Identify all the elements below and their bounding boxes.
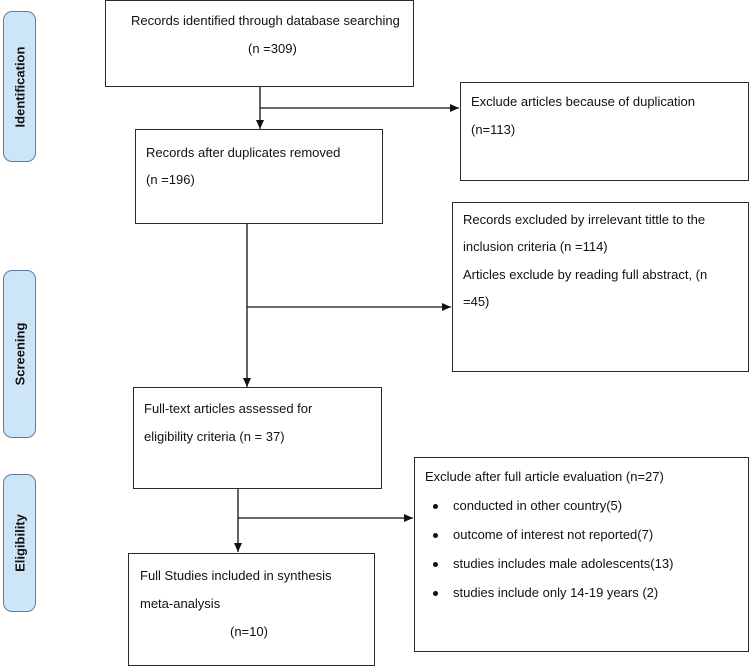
records-identified-count: (n =309) <box>248 41 297 56</box>
bullet-dot-icon <box>433 591 438 596</box>
fulltext-assessed-text: Full-text articles assessed for <box>144 401 313 416</box>
excluded-duplication-text: Exclude articles because of duplication <box>471 94 696 109</box>
phase-identification: Identification <box>3 11 36 162</box>
records-identified-text: Records identified through database sear… <box>131 13 400 28</box>
excluded-screening-box: Records excluded by irrelevant tittle to… <box>452 202 749 372</box>
fulltext-assessed-box: Full-text articles assessed for eligibil… <box>133 387 382 489</box>
phase-screening: Screening <box>3 270 36 438</box>
excluded-reason-text: studies includes male adolescents(13) <box>453 556 674 571</box>
bullet-dot-icon <box>433 562 438 567</box>
phase-eligibility: Eligibility <box>3 474 36 612</box>
after-duplicates-count: (n =196) <box>146 172 195 187</box>
included-studies-count: (n=10) <box>230 624 268 639</box>
excluded-reason-text: studies include only 14-19 years (2) <box>453 585 659 600</box>
bullet-dot-icon <box>433 504 438 509</box>
excluded-abstract-count: =45) <box>463 294 490 309</box>
included-studies-box: Full Studies included in synthesis meta-… <box>128 553 375 666</box>
list-item: outcome of interest not reported(7) <box>433 527 654 543</box>
included-studies-subtext: meta-analysis <box>140 596 221 611</box>
list-item: studies includes male adolescents(13) <box>433 556 674 572</box>
excluded-reason-text: conducted in other country(5) <box>453 498 623 513</box>
excluded-duplication-box: Exclude articles because of duplication … <box>460 82 749 181</box>
list-item: studies include only 14-19 years (2) <box>433 585 659 601</box>
excluded-fulltext-box: Exclude after full article evaluation (n… <box>414 457 749 652</box>
excluded-reason-text: outcome of interest not reported(7) <box>453 527 654 542</box>
fulltext-assessed-count: eligibility criteria (n = 37) <box>144 429 285 444</box>
excluded-title-text: Records excluded by irrelevant tittle to… <box>463 212 706 227</box>
excluded-duplication-count: (n=113) <box>471 122 516 137</box>
excluded-abstract-text: Articles exclude by reading full abstrac… <box>463 267 708 282</box>
after-duplicates-text: Records after duplicates removed <box>146 145 341 160</box>
bullet-dot-icon <box>433 533 438 538</box>
after-duplicates-box: Records after duplicates removed (n =196… <box>135 129 383 224</box>
records-identified-box: Records identified through database sear… <box>105 0 414 87</box>
included-studies-text: Full Studies included in synthesis <box>140 568 332 583</box>
excluded-title-count: inclusion criteria (n =114) <box>463 239 608 254</box>
excluded-fulltext-title: Exclude after full article evaluation (n… <box>425 469 664 484</box>
list-item: conducted in other country(5) <box>433 498 623 514</box>
